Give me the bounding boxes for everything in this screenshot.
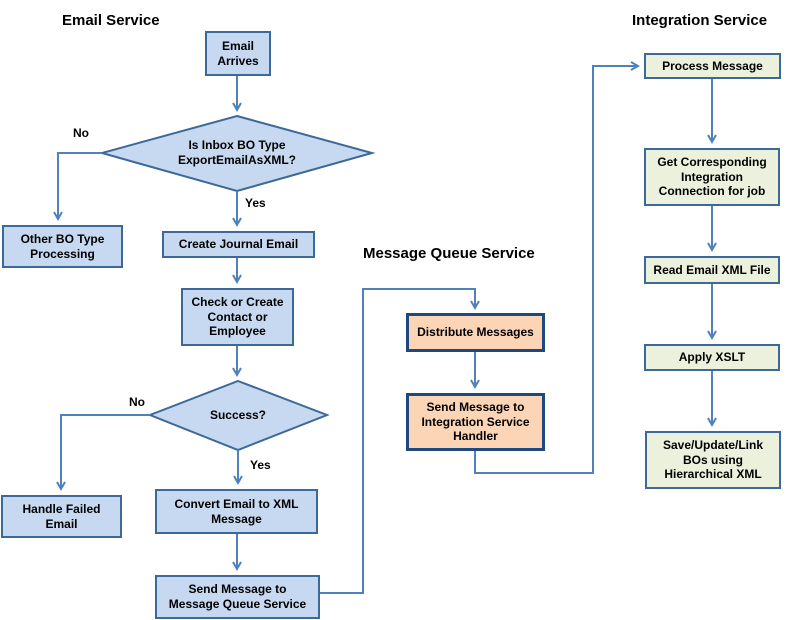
node-send-message-to-mq: Send Message to Message Queue Service: [155, 575, 320, 619]
connector-send-mq-to-distribute: [320, 288, 480, 594]
node-send-message-to-ish: Send Message to Integration Service Hand…: [406, 393, 545, 451]
node-get-corresponding-connection: Get Corresponding Integration Connection…: [644, 148, 780, 206]
connector-success-no-to-handle-failed: [56, 414, 150, 492]
connector-decision-no-to-other-bo: [53, 152, 102, 222]
node-check-or-create-contact: Check or Create Contact or Employee: [181, 288, 294, 346]
heading-integration-service: Integration Service: [632, 12, 768, 29]
heading-email-service: Email Service: [62, 12, 160, 29]
node-save-update-link: Save/Update/Link BOs using Hierarchical …: [645, 431, 781, 489]
edge-label-no-success-decision: No: [129, 395, 145, 409]
node-read-email-xml-file: Read Email XML File: [644, 256, 780, 284]
node-handle-failed-email: Handle Failed Email: [1, 495, 122, 538]
node-email-arrives: Email Arrives: [205, 31, 271, 76]
node-process-message: Process Message: [644, 53, 781, 79]
edge-label-no-inbox-decision: No: [73, 126, 89, 140]
connector-send-ish-to-process-message: [474, 61, 641, 474]
node-convert-email-to-xml: Convert Email to XML Message: [155, 489, 318, 534]
node-decision-success: Success?: [209, 407, 267, 422]
node-decision-inbox-bo-type: Is Inbox BO Type ExportEmailAsXML?: [177, 138, 297, 167]
edge-label-yes-inbox-decision: Yes: [245, 196, 266, 210]
edge-label-yes-success-decision: Yes: [250, 458, 271, 472]
node-other-bo-type-processing: Other BO Type Processing: [2, 225, 123, 268]
node-apply-xslt: Apply XSLT: [644, 344, 780, 371]
node-create-journal-email: Create Journal Email: [162, 231, 315, 258]
node-distribute-messages: Distribute Messages: [406, 313, 545, 352]
heading-message-queue-service: Message Queue Service: [363, 245, 535, 262]
